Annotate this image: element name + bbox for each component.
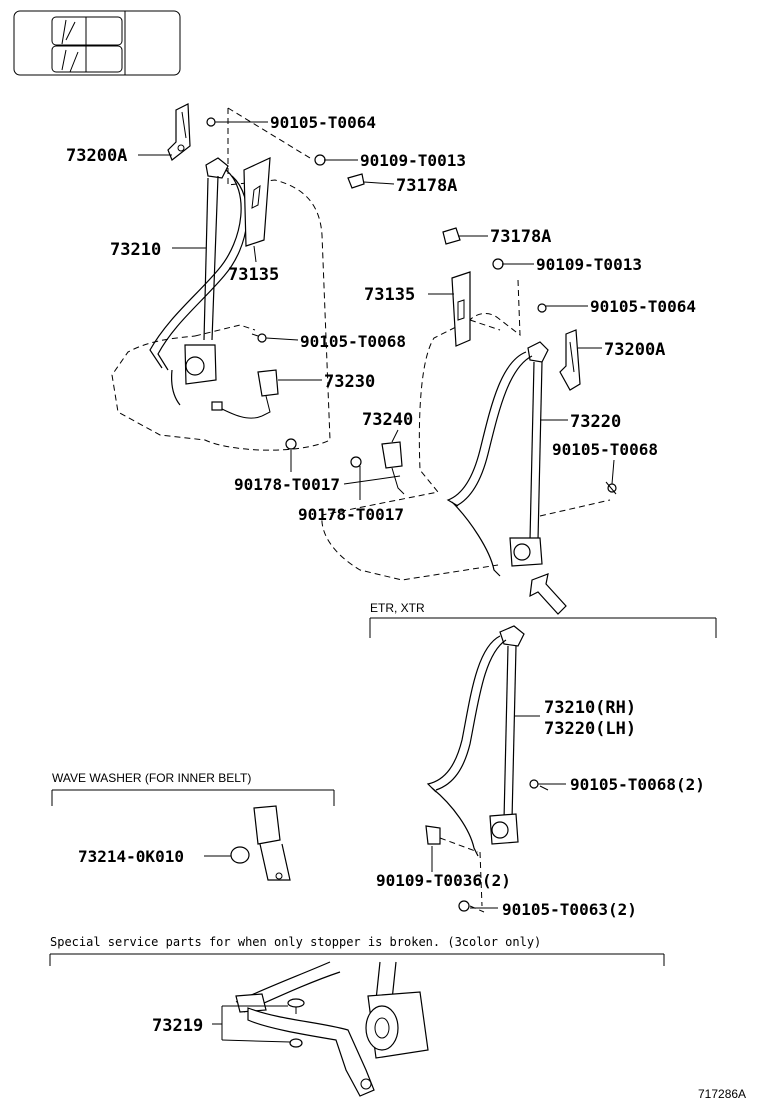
label-73178a-b: 73178A <box>490 227 551 247</box>
label-73200a-a: 73200A <box>66 146 127 166</box>
label-73178a-a: 73178A <box>396 176 457 196</box>
label-73230: 73230 <box>324 372 375 392</box>
label-73210: 73210 <box>110 240 161 260</box>
left-seat-outline <box>111 107 331 451</box>
part-number-labels: 90105-T0064 73200A 90109-T0013 73178A 73… <box>66 113 705 1036</box>
right-buckle-73240 <box>381 441 405 495</box>
right-retractor-bracket <box>559 329 581 391</box>
note-etr-xtr: ETR, XTR <box>370 601 425 615</box>
label-73210-rh: 73210(RH) <box>544 698 636 718</box>
note-wave-washer: WAVE WASHER (FOR INNER BELT) <box>52 771 251 785</box>
label-73240: 73240 <box>362 410 413 430</box>
left-retractor-bracket <box>167 103 191 161</box>
right-cover-clip <box>442 227 461 245</box>
label-90105-t0068-a: 90105-T0068 <box>300 332 406 351</box>
left-shoulder-anchor-cover <box>243 157 271 247</box>
label-90109-t0036-2: 90109-T0036(2) <box>376 871 511 890</box>
seat-location-icon <box>13 10 181 76</box>
note-special-service: Special service parts for when only stop… <box>50 935 541 949</box>
right-seat-outline <box>321 279 611 581</box>
label-90178-t0017-b: 90178-T0017 <box>298 505 404 524</box>
left-belt-webbing <box>149 157 248 406</box>
label-73135-b: 73135 <box>364 285 415 305</box>
label-73200a-b: 73200A <box>604 340 665 360</box>
label-73220: 73220 <box>570 412 621 432</box>
label-73220-lh: 73220(LH) <box>544 719 636 739</box>
label-90105-t0063-2: 90105-T0063(2) <box>502 900 637 919</box>
label-90105-t0068-b: 90105-T0068 <box>552 440 658 459</box>
label-90105-t0068-2: 90105-T0068(2) <box>570 775 705 794</box>
label-90105-t0064-b: 90105-T0064 <box>590 297 696 316</box>
etr-xtr-bracket <box>369 617 717 638</box>
left-leader-lines <box>138 121 395 472</box>
right-belt-webbing <box>446 341 549 577</box>
label-73135-a: 73135 <box>228 265 279 285</box>
right-bolts <box>350 258 617 495</box>
special-service-bracket <box>49 953 665 966</box>
etr-xtr-leader-lines <box>431 715 566 909</box>
etr-xtr-belt-assembly <box>425 625 549 913</box>
right-shoulder-anchor-cover <box>451 271 471 347</box>
label-73219: 73219 <box>152 1016 203 1036</box>
label-90105-t0064-a: 90105-T0064 <box>270 113 376 132</box>
label-90178-t0017-a: 90178-T0017 <box>234 475 340 494</box>
figure-id: 717286A <box>698 1087 746 1101</box>
section-notes: ETR, XTR WAVE WASHER (FOR INNER BELT) Sp… <box>50 601 541 949</box>
right-leader-lines <box>343 235 615 500</box>
left-cover-clip <box>347 173 365 189</box>
label-90109-t0013-a: 90109-T0013 <box>360 151 466 170</box>
view-arrow <box>529 573 567 615</box>
label-90109-t0013-b: 90109-T0013 <box>536 255 642 274</box>
left-buckle-73230 <box>211 369 279 419</box>
label-73214-0k010: 73214-0K010 <box>78 847 184 866</box>
stopper-parts-detail <box>212 961 429 1097</box>
wave-washer-bracket <box>51 789 335 806</box>
wave-washer-parts <box>204 805 291 881</box>
